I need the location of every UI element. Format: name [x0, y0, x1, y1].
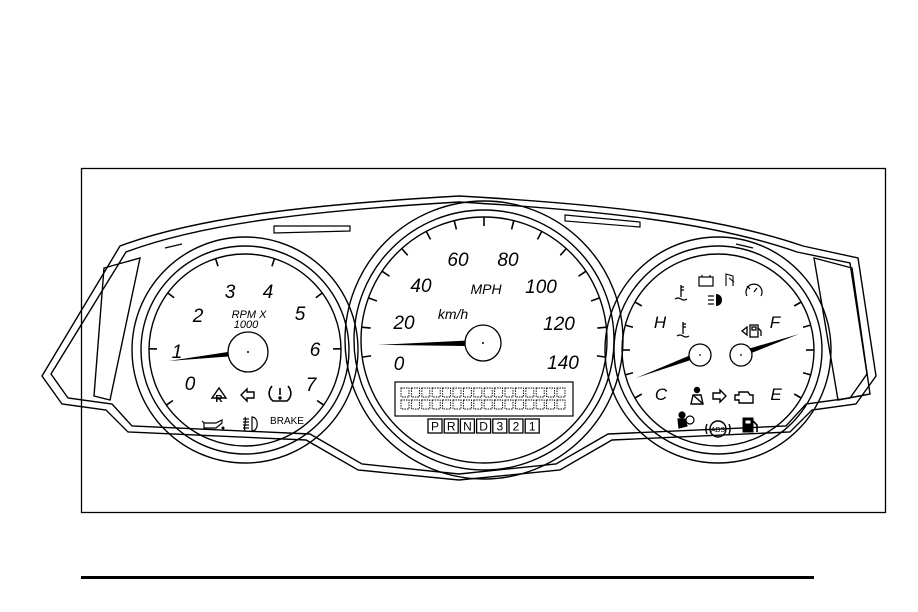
gear-indicator: PRND321: [428, 419, 539, 434]
tach-tick-label-7: 7: [306, 375, 318, 396]
tach-tick-label-4: 4: [263, 282, 274, 303]
svg-text:ABS: ABS: [711, 427, 725, 434]
speed-tick-label-60: 60: [447, 250, 469, 271]
brake-warning-label: BRAKE: [270, 416, 304, 427]
speed-tick-label-20: 20: [392, 313, 415, 334]
page-bottom-rule: [81, 576, 814, 579]
gear-label-R: R: [447, 420, 456, 434]
tach-tick-label-2: 2: [192, 306, 204, 327]
svg-text:R: R: [215, 394, 223, 405]
tach-tick-label-5: 5: [295, 304, 306, 325]
fuel-full-label: F: [770, 313, 782, 332]
speed-tick-label-0: 0: [394, 354, 405, 375]
speed-tick-label-140: 140: [547, 353, 579, 374]
gear-label-1: 1: [529, 420, 536, 434]
temperature-hub-dot: [699, 354, 701, 356]
mph-label: MPH: [470, 281, 502, 297]
speed-tick-label-80: 80: [497, 250, 519, 271]
tachometer-hub-dot: [247, 351, 249, 353]
temp-cold-label: C: [655, 385, 668, 404]
tach-tick-label-0: 0: [185, 374, 196, 395]
speedometer-hub-dot: [482, 342, 484, 344]
odometer-display: [395, 382, 573, 416]
gear-label-N: N: [463, 420, 472, 434]
gear-label-3: 3: [496, 420, 503, 434]
speed-tick-1: [362, 327, 371, 328]
gear-label-P: P: [431, 420, 439, 434]
speed-tick-label-40: 40: [410, 276, 432, 297]
temp-hot-label: H: [654, 313, 667, 332]
speed-tick-label-120: 120: [543, 314, 575, 335]
gear-label-D: D: [479, 420, 488, 434]
fuel-empty-label: E: [770, 385, 782, 404]
tach-rpm-multiplier: 1000: [234, 319, 259, 331]
tach-tick-label-6: 6: [310, 340, 321, 361]
gear-label-2: 2: [513, 420, 520, 434]
tach-tick-label-3: 3: [225, 282, 236, 303]
speed-tick-label-100: 100: [525, 277, 557, 298]
speed-tick-13: [597, 327, 606, 328]
fuel-hub-dot: [740, 354, 742, 356]
kmh-label: km/h: [438, 306, 469, 322]
